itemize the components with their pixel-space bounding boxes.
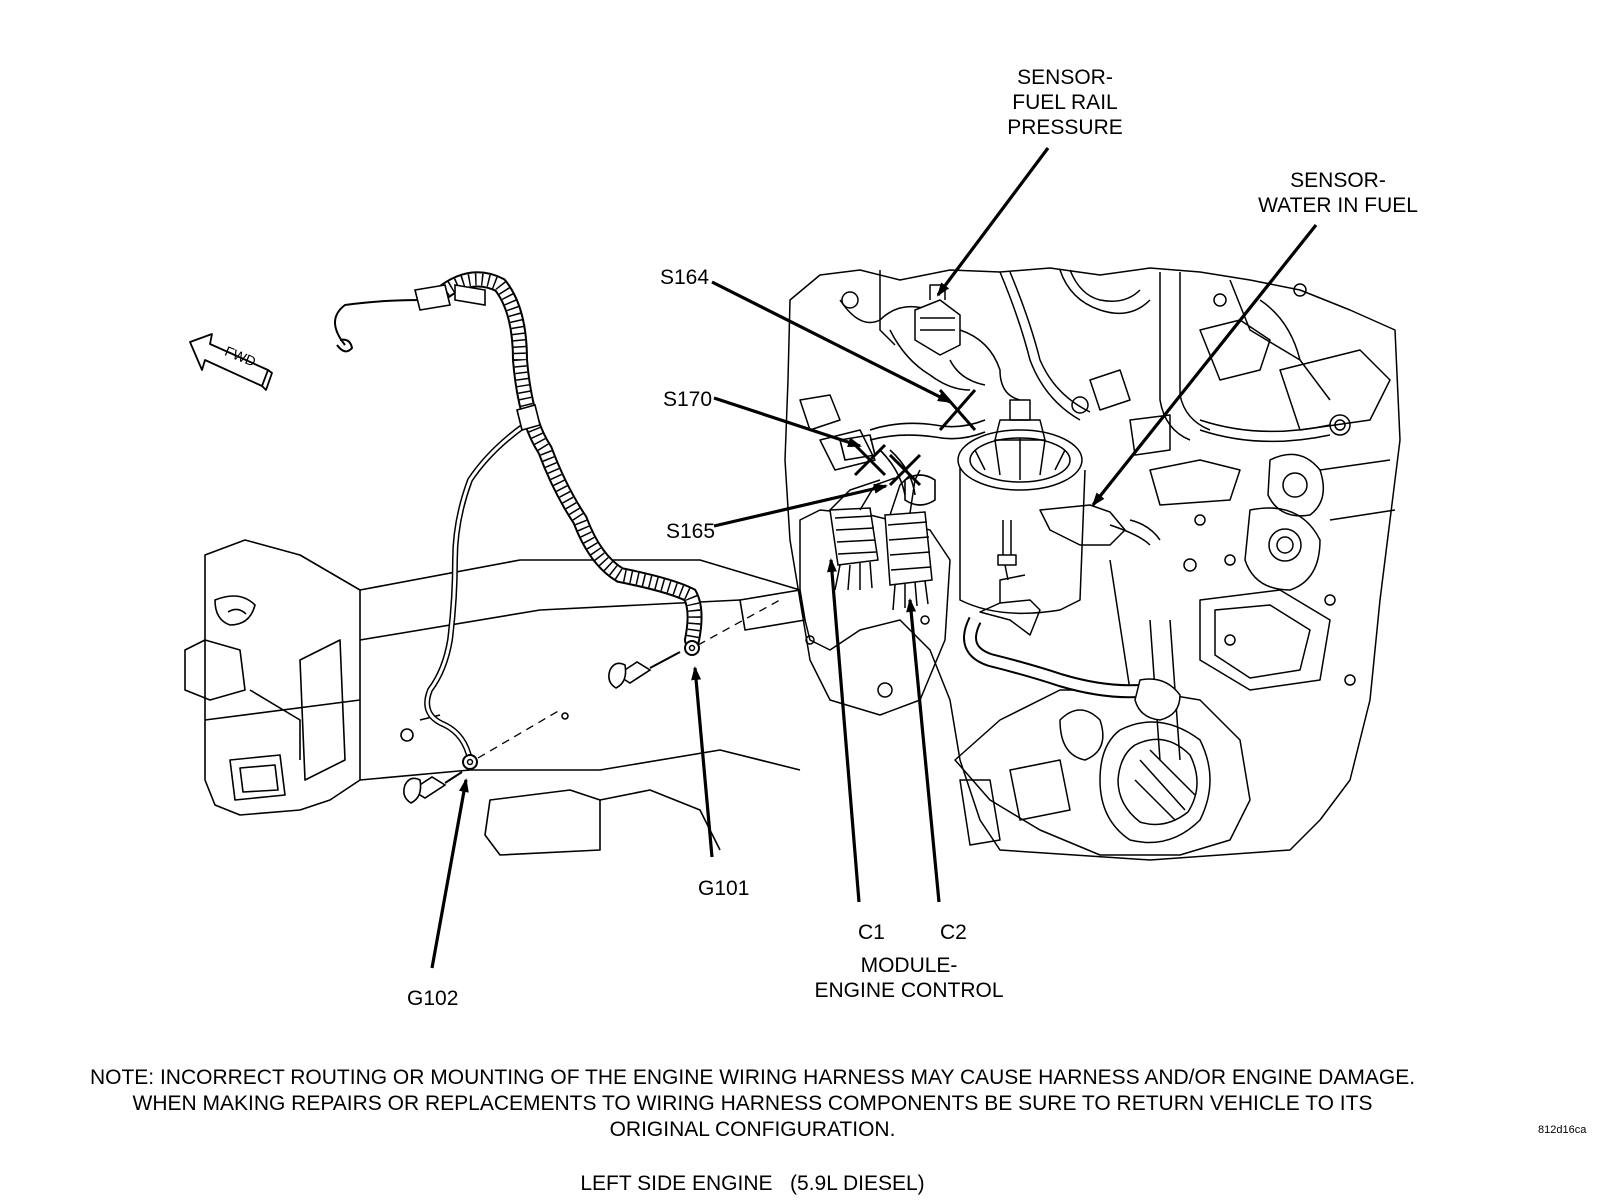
- connector-c1-label: C1: [858, 921, 885, 944]
- leader-c1: [826, 558, 861, 903]
- frame-rail-drawing: [184, 539, 806, 856]
- leader-s164: [711, 280, 952, 404]
- ecm-connectors-drawing: [829, 469, 933, 611]
- leader-fuel-rail-pressure: [936, 147, 1050, 297]
- ground-g102-label: G102: [407, 987, 459, 1010]
- sensor-fuel-rail-pressure-label: SENSOR- FUEL RAIL PRESSURE: [1007, 66, 1123, 139]
- connector-c2-label: C2: [940, 921, 967, 944]
- leader-s165: [713, 483, 888, 528]
- figure-caption: LEFT SIDE ENGINE (5.9L DIESEL): [580, 1172, 925, 1195]
- leader-water-in-fuel: [1091, 224, 1318, 507]
- engine-block-drawing: [784, 267, 1401, 861]
- ground-strap-harness-drawing: [334, 271, 781, 804]
- splice-s165-label: S165: [666, 520, 716, 543]
- figure-code: 812d16ca: [1538, 1124, 1587, 1136]
- leader-s170: [713, 396, 862, 448]
- splice-s164-label: S164: [660, 266, 710, 289]
- forward-arrow-icon: FWD: [189, 333, 273, 391]
- leader-c2: [906, 598, 941, 903]
- leader-lines: [430, 147, 1318, 969]
- warning-note-line-3: ORIGINAL CONFIGURATION.: [609, 1118, 896, 1141]
- leader-g102: [430, 778, 469, 969]
- ecm-harness-drawing: [839, 419, 986, 506]
- sensor-water-in-fuel-label: SENSOR- WATER IN FUEL: [1258, 169, 1418, 217]
- ground-g101-label: G101: [698, 877, 750, 900]
- warning-note-line-1: NOTE: INCORRECT ROUTING OR MOUNTING OF T…: [89, 1066, 1416, 1089]
- leader-g101: [691, 666, 714, 858]
- module-engine-control-label: MODULE- ENGINE CONTROL: [814, 954, 1004, 1002]
- splice-s170-label: S170: [663, 388, 713, 411]
- splice-marks: [853, 389, 977, 487]
- warning-note-line-2: WHEN MAKING REPAIRS OR REPLACEMENTS TO W…: [132, 1092, 1373, 1115]
